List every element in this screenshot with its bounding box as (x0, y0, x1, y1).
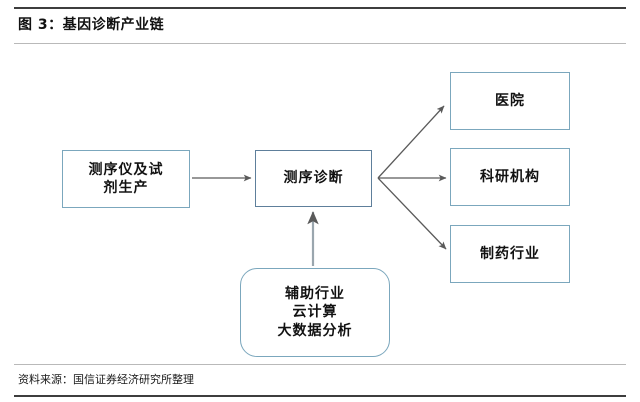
title-divider (14, 43, 626, 44)
top-divider (14, 7, 626, 9)
node-hospital[interactable]: 医院 (450, 72, 570, 130)
node-label: 测序仪及试 剂生产 (88, 161, 164, 196)
edge-diagnosis-to-hospital (377, 105, 445, 179)
node-label: 测序诊断 (283, 170, 344, 187)
source-note: 资料来源：国信证券经济研究所整理 (18, 373, 194, 386)
node-label: 制药行业 (480, 245, 540, 262)
node-sequencer-reagent-production[interactable]: 测序仪及试 剂生产 (62, 150, 190, 208)
connector-layer (192, 105, 447, 266)
footer-divider (14, 364, 626, 365)
node-research-institution[interactable]: 科研机构 (450, 148, 570, 206)
node-sequencing-diagnosis[interactable]: 测序诊断 (255, 150, 372, 207)
node-label: 科研机构 (480, 168, 540, 185)
diagram-canvas: 测序仪及试 剂生产 测序诊断 医院 科研机构 制药行业 辅助行业 云计算 大数据… (0, 48, 640, 362)
node-pharmaceutical-industry[interactable]: 制药行业 (450, 225, 570, 283)
edge-diagnosis-to-pharma (377, 177, 447, 250)
node-support-industry[interactable]: 辅助行业 云计算 大数据分析 (240, 268, 390, 357)
node-label: 辅助行业 云计算 大数据分析 (277, 285, 353, 339)
bottom-divider (14, 395, 626, 397)
figure-title: 图 3：基因诊断产业链 (18, 17, 165, 33)
node-label: 医院 (495, 92, 525, 109)
